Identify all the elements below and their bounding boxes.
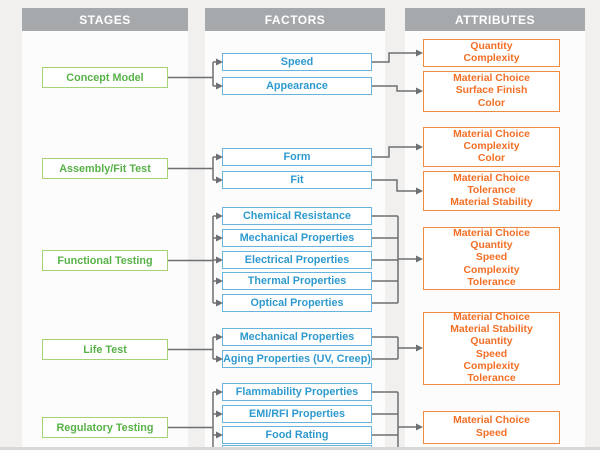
factor-box-appearance: Appearance [222,77,372,95]
factor-box-emi-rfi-properties: EMI/RFI Properties [222,405,372,423]
stages-column-background [22,31,188,447]
factor-box-flammability-properties: Flammability Properties [222,383,372,401]
factor-box-electrical-properties: Electrical Properties [222,251,372,269]
attribute-box-life-test-attrs: Material Choice Material Stability Quant… [423,312,560,385]
factors-column-header: FACTORS [205,8,385,31]
attribute-box-material-speed: Material Choice Speed [423,411,560,444]
factor-box-mechanical-properties: Mechanical Properties [222,229,372,247]
attribute-box-material-surface-color: Material Choice Surface Finish Color [423,71,560,112]
factor-box-aging-properties: Aging Properties (UV, Creep) [222,350,372,368]
attribute-box-functional-testing-attrs: Material Choice Quantity Speed Complexit… [423,227,560,290]
stage-box-regulatory-testing: Regulatory Testing [42,417,168,438]
attribute-box-quantity-complexity: Quantity Complexity [423,39,560,67]
factor-box-mechanical-properties-life: Mechanical Properties [222,328,372,346]
stage-box-life-test: Life Test [42,339,168,360]
stage-box-concept-model: Concept Model [42,67,168,88]
stages-column-header: STAGES [22,8,188,31]
factor-box-speed: Speed [222,53,372,71]
stage-box-functional-testing: Functional Testing [42,250,168,271]
attribute-box-material-tolerance-stability: Material Choice Tolerance Material Stabi… [423,171,560,211]
stage-box-assembly-fit-test: Assembly/Fit Test [42,158,168,179]
attributes-column-header: ATTRIBUTES [405,8,585,31]
attribute-box-material-complexity-color: Material Choice Complexity Color [423,127,560,167]
factor-box-fit: Fit [222,171,372,189]
factor-box-form: Form [222,148,372,166]
factor-box-chemical-resistance: Chemical Resistance [222,207,372,225]
factor-box-optical-properties: Optical Properties [222,294,372,312]
factor-box-food-rating: Food Rating [222,426,372,444]
factor-box-thermal-properties: Thermal Properties [222,272,372,290]
bottom-edge-band [0,447,600,450]
